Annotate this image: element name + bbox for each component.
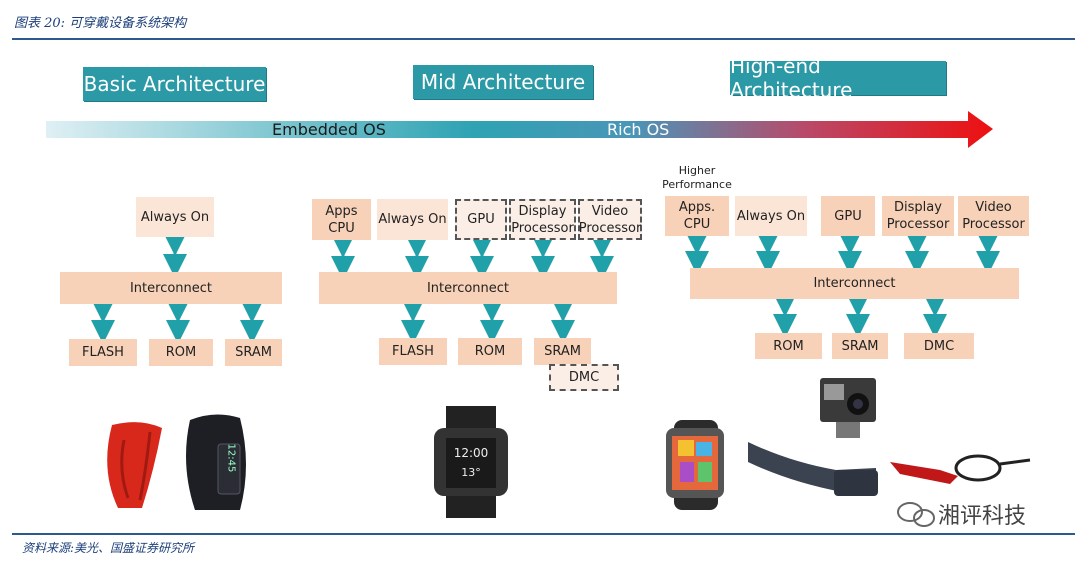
high-video-processor: Video Processor — [958, 196, 1029, 236]
high-rom: ROM — [755, 333, 822, 359]
embedded-os-label: Embedded OS — [272, 120, 386, 139]
basic-rom: ROM — [149, 339, 213, 366]
mid-gpu: GPU — [455, 199, 507, 240]
top-rule — [12, 38, 1075, 40]
mid-video-processor: Video Processor — [578, 199, 642, 240]
mid-interconnect: Interconnect — [319, 272, 617, 304]
header-mid: Mid Architecture — [413, 65, 593, 99]
basic-interconnect: Interconnect — [60, 272, 282, 304]
red-glasses — [890, 454, 1031, 484]
pebble-time: 12:00 — [453, 446, 489, 460]
action-camera — [820, 378, 876, 438]
mid-apps-cpu: Apps CPU — [312, 199, 371, 240]
gear-smartwatch — [666, 420, 724, 510]
high-apps-cpu: Apps. CPU — [665, 196, 729, 236]
figure-caption: 图表 20: 可穿戴设备系统架构 — [14, 16, 187, 31]
pebble-watch — [434, 406, 508, 518]
pebble-temperature: 13° — [461, 466, 481, 479]
smart-glasses — [748, 442, 878, 496]
mid-flash: FLASH — [379, 338, 447, 365]
mid-dmc: DMC — [549, 364, 619, 391]
higher-performance-label: Higher Performance — [662, 164, 732, 191]
mid-sram: SRAM — [534, 338, 591, 365]
red-fitness-band — [107, 422, 162, 508]
bottom-rule — [12, 533, 1075, 535]
high-always-on: Always On — [735, 196, 807, 236]
mid-always-on: Always On — [377, 199, 448, 240]
high-sram: SRAM — [832, 333, 888, 359]
source-note: 资料来源:美光、国盛证券研究所 — [22, 541, 195, 555]
basic-sram: SRAM — [225, 339, 282, 366]
header-basic: Basic Architecture — [83, 67, 266, 101]
watermark-text: 湘评科技 — [938, 504, 1027, 529]
basic-always-on: Always On — [136, 197, 214, 237]
basic-flash: FLASH — [69, 339, 137, 366]
rich-os-label: Rich OS — [607, 120, 670, 139]
high-dmc: DMC — [904, 333, 974, 359]
high-display-processor: Display Processor — [882, 196, 954, 236]
high-interconnect: Interconnect — [690, 268, 1019, 299]
black-fitness-band — [186, 414, 246, 510]
band-time: 12:45 — [225, 443, 237, 473]
mid-rom: ROM — [458, 338, 522, 365]
wechat-icon — [897, 502, 935, 527]
mid-display-processor: Display Processor — [509, 199, 576, 240]
high-gpu: GPU — [821, 196, 875, 236]
